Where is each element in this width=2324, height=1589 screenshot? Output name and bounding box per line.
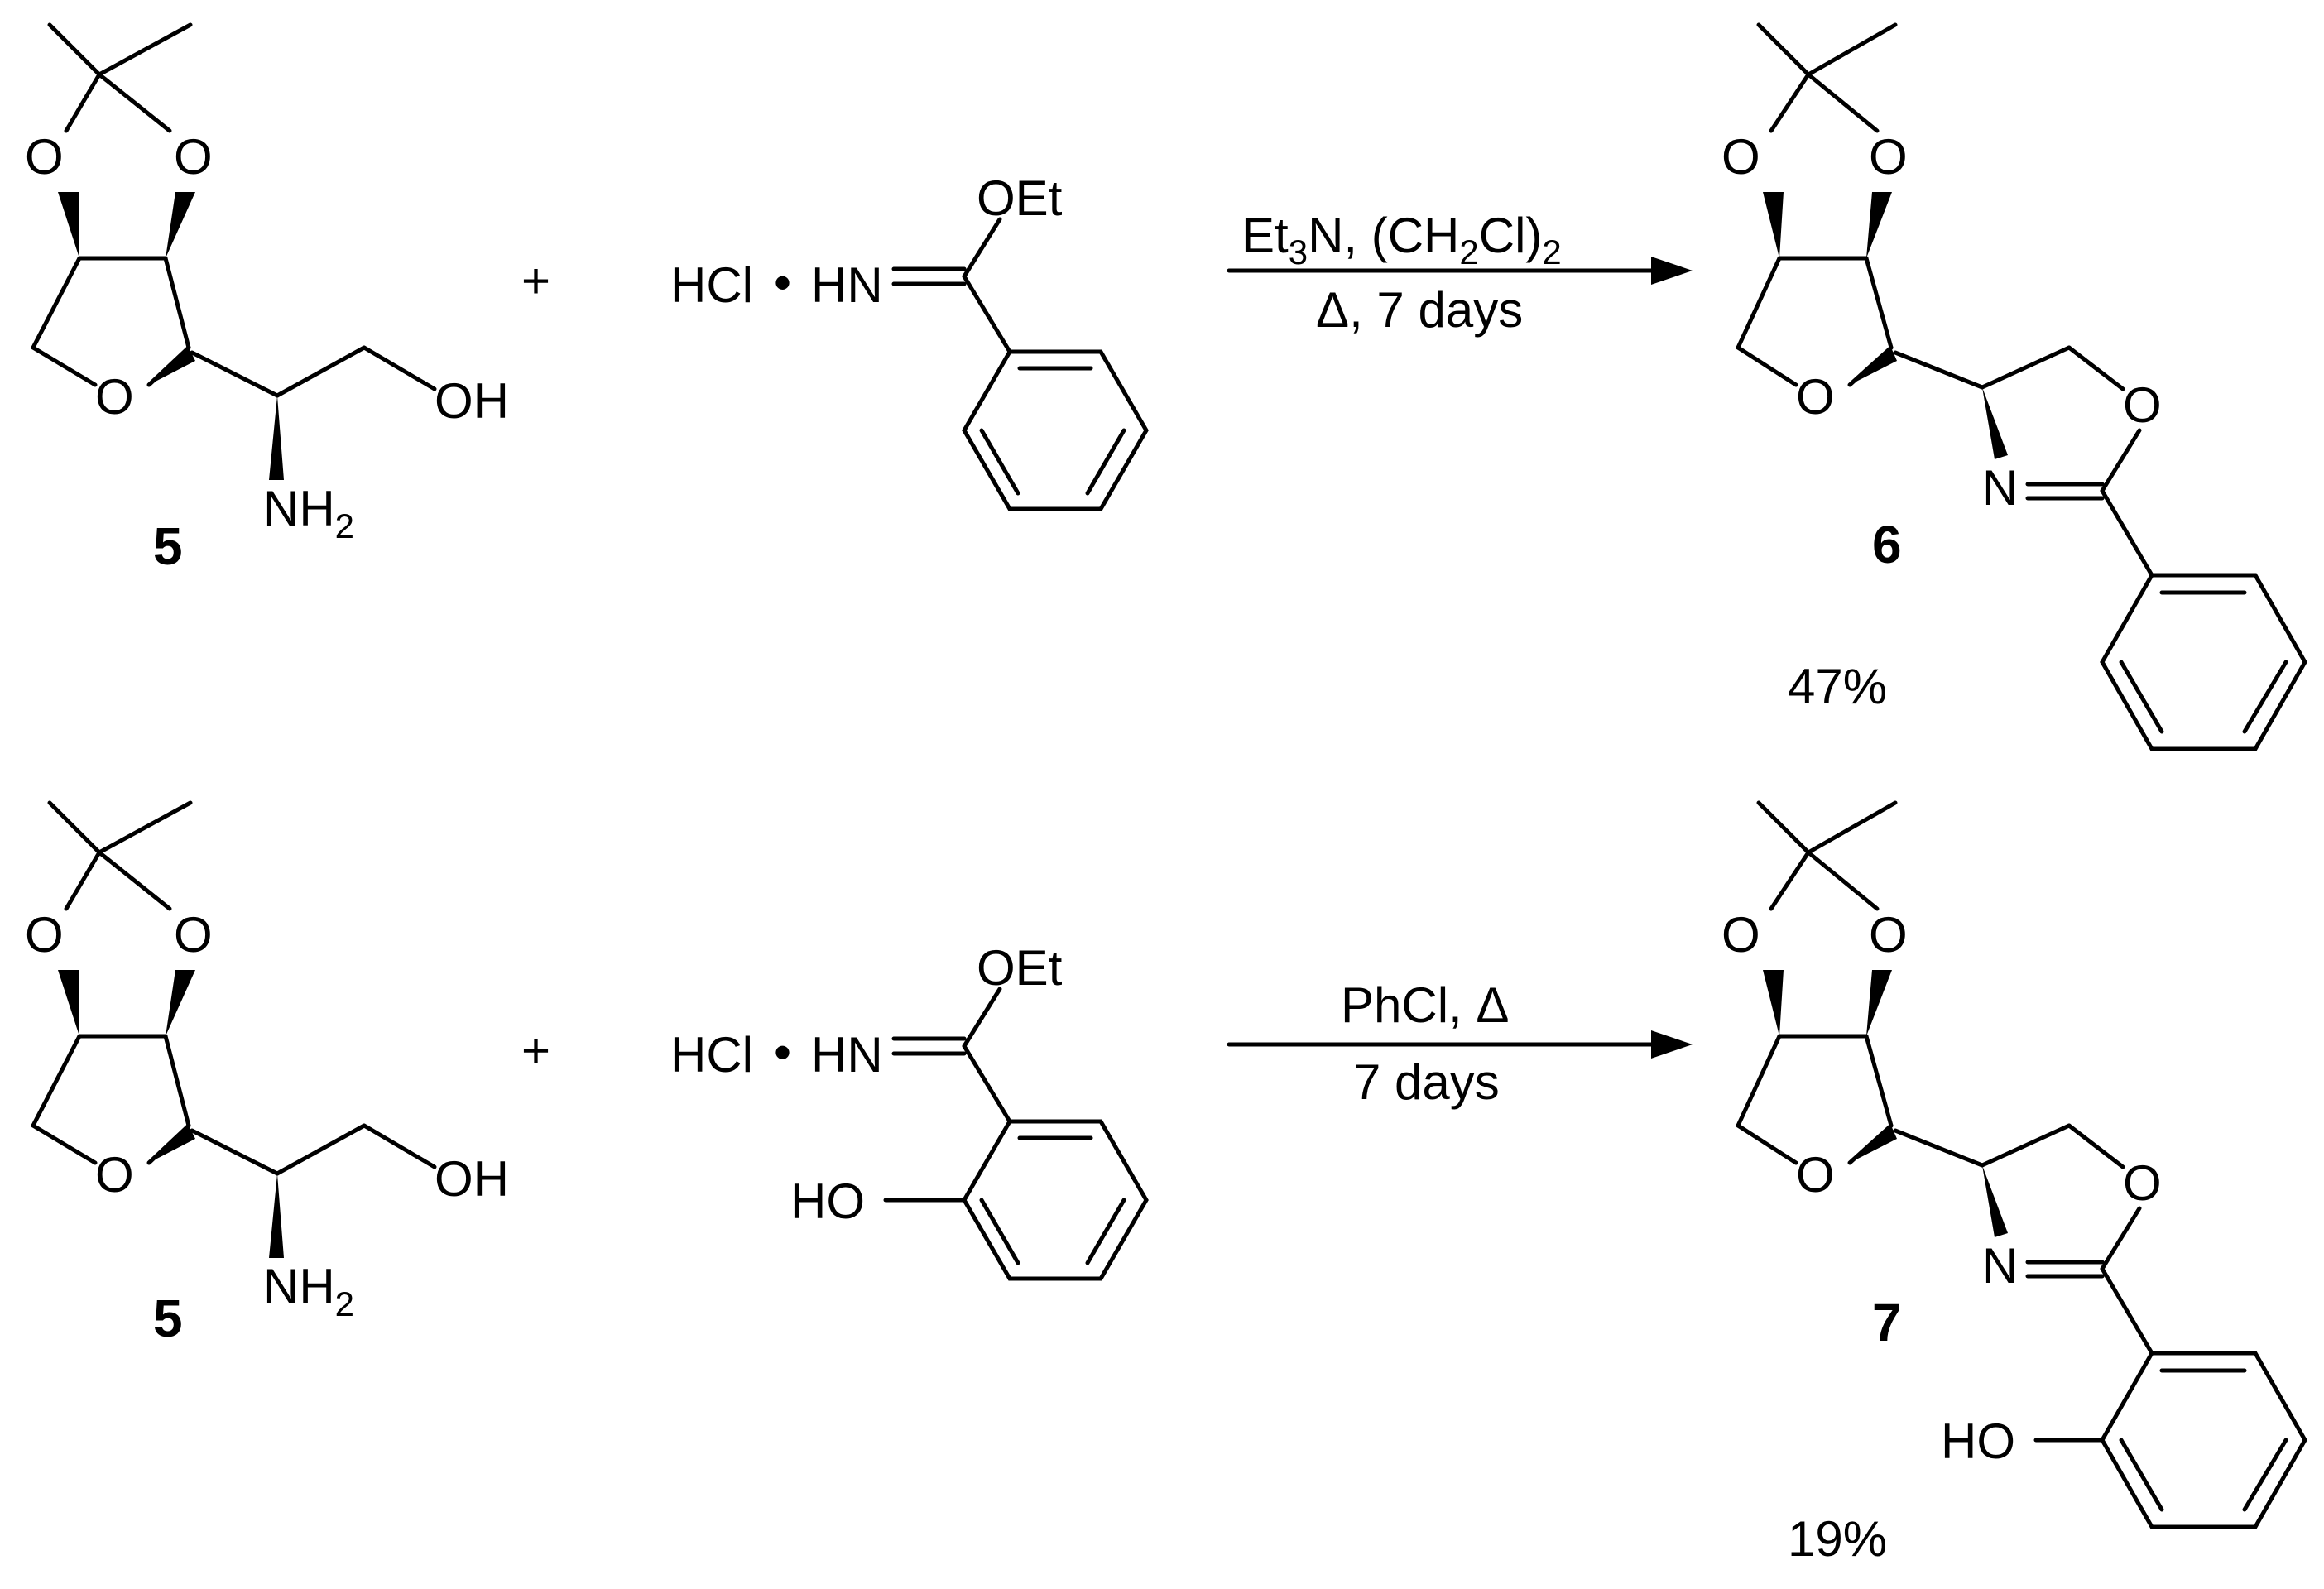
conditions-1-top: Et3N, (CH2Cl)2	[1241, 208, 1562, 271]
plus-sign: +	[521, 253, 550, 309]
reaction-arrow-2: PhCl, Δ 7 days	[1227, 977, 1693, 1110]
reagent-hn: HN	[811, 1027, 883, 1083]
conditions-2-top: PhCl, Δ	[1341, 977, 1509, 1033]
atom-o: O	[1721, 907, 1760, 963]
atom-o: O	[25, 907, 64, 963]
atom-o: O	[2123, 1155, 2162, 1211]
reagent-ho: HO	[790, 1174, 865, 1229]
reagent-oet: OEt	[977, 170, 1063, 226]
reagent-benzimidate: HCl • HN OEt	[670, 170, 1149, 511]
plus-sign: +	[521, 1023, 550, 1078]
atom-o: O	[174, 907, 213, 963]
compound-label-5: 5	[153, 516, 183, 576]
atom-o: O	[174, 129, 213, 185]
product-6: O O O O N 6 47%	[1721, 22, 2307, 751]
reagent-hn: HN	[811, 257, 883, 313]
product-ho: HO	[1941, 1414, 2015, 1469]
atom-nh: NH2	[263, 1259, 354, 1323]
atom-o: O	[95, 1147, 134, 1203]
compound-label-7: 7	[1872, 1293, 1902, 1352]
atom-nh: NH2	[263, 481, 354, 545]
compound-label-6: 6	[1872, 515, 1902, 574]
atom-oh: OH	[435, 1151, 509, 1207]
product-7: O O O O N HO 7 19%	[1721, 800, 2307, 1567]
atom-o: O	[1869, 129, 1908, 185]
yield-7: 19%	[1788, 1511, 1887, 1567]
atom-o: O	[95, 369, 134, 425]
atom-oh: OH	[435, 373, 509, 429]
salt-dot: •	[774, 255, 791, 310]
salt-dot: •	[774, 1025, 791, 1080]
atom-o: O	[1796, 1147, 1835, 1203]
atom-o: O	[2123, 377, 2162, 433]
reaction-arrow-1: Et3N, (CH2Cl)2 Δ, 7 days	[1227, 208, 1693, 338]
reagent-hcl: HCl	[670, 1027, 753, 1083]
yield-6: 47%	[1788, 659, 1887, 714]
reactant-5-bottom: O O O OH NH2 5	[25, 800, 509, 1348]
reagent-hcl: HCl	[670, 257, 753, 313]
reactant-5-top: O O O OH NH2 5	[25, 22, 509, 576]
atom-n: N	[1982, 460, 2018, 516]
atom-o: O	[1721, 129, 1760, 185]
conditions-2-bottom: 7 days	[1353, 1054, 1500, 1110]
atom-o: O	[1869, 907, 1908, 963]
compound-label-5: 5	[153, 1289, 183, 1348]
atom-n: N	[1982, 1238, 2018, 1294]
atom-o: O	[25, 129, 64, 185]
conditions-1-bottom: Δ, 7 days	[1316, 282, 1523, 338]
reagent-oet: OEt	[977, 940, 1063, 996]
atom-o: O	[1796, 369, 1835, 425]
reagent-salicylimidate: HCl • HN OEt HO	[670, 940, 1149, 1281]
